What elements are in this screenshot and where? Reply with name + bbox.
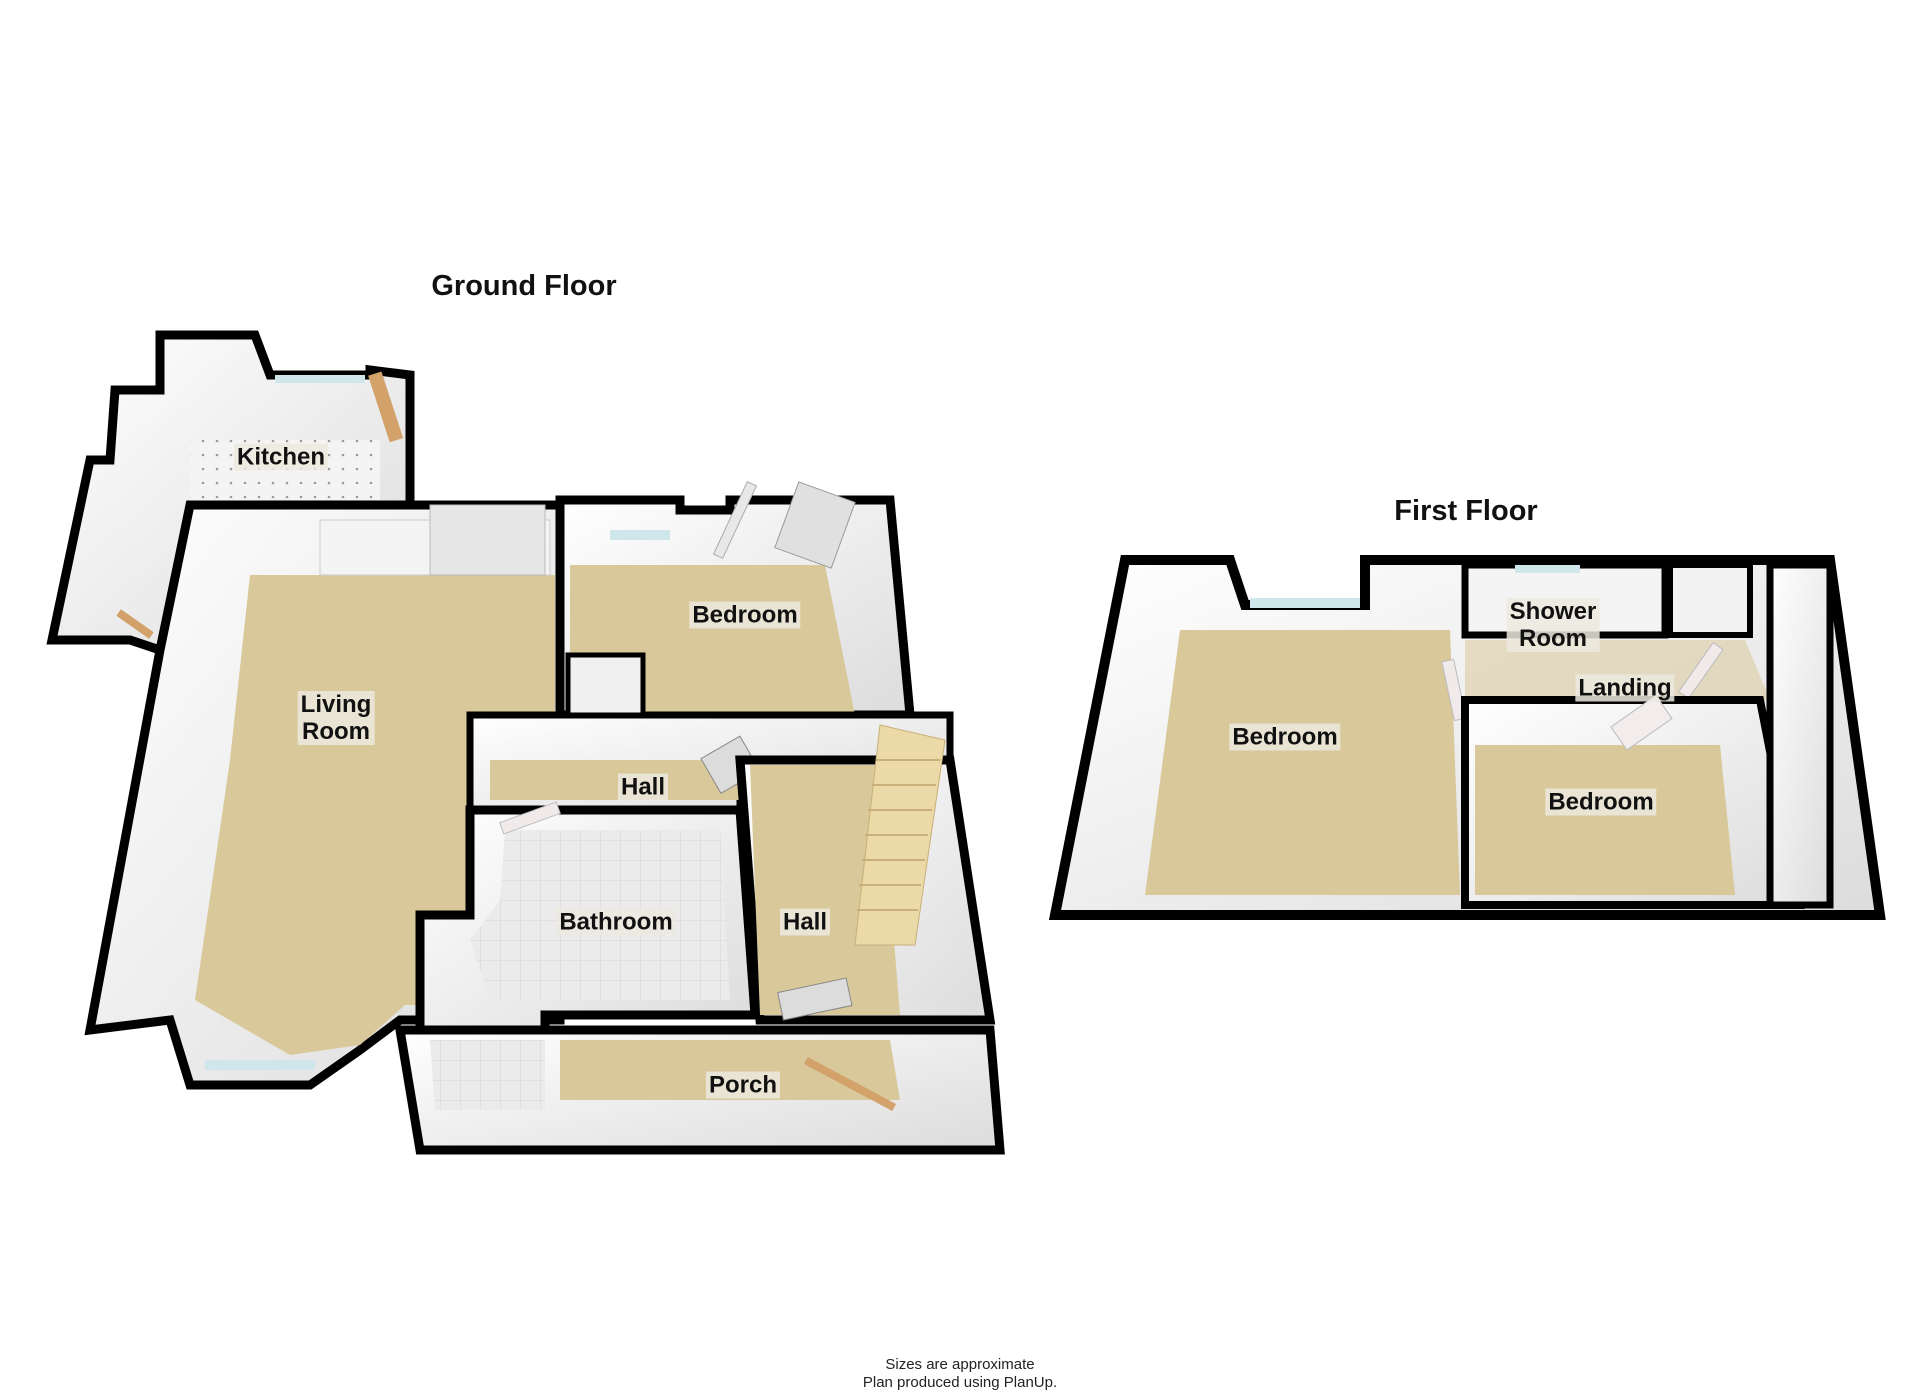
first-floor-plan bbox=[1048, 555, 1886, 920]
ground-bedroom-label: Bedroom bbox=[689, 601, 801, 629]
upper-hall-cupboard bbox=[565, 652, 646, 718]
ground-bedroom-door bbox=[712, 480, 758, 560]
shower-room-door bbox=[1441, 658, 1467, 722]
kitchen-label: Kitchen bbox=[233, 443, 329, 471]
kitchen-side-door bbox=[116, 609, 154, 639]
first-left-bedroom-label: Bedroom bbox=[1229, 723, 1341, 751]
landing-cupboard bbox=[1667, 562, 1753, 638]
upper-hall-label: Hall bbox=[617, 773, 669, 801]
first-left-bedroom-room bbox=[1145, 598, 1460, 895]
upper-hall-floor bbox=[490, 760, 740, 800]
hall-radiator bbox=[777, 977, 853, 1021]
plan-footer: Sizes are approximate Plan produced usin… bbox=[863, 1356, 1057, 1392]
ground-bedroom-window bbox=[610, 530, 670, 540]
landing-room bbox=[1441, 562, 1770, 722]
porch-lobby-floor bbox=[430, 1040, 545, 1110]
bathroom-label: Bathroom bbox=[556, 908, 676, 936]
footer-sizes-note: Sizes are approximate bbox=[885, 1356, 1035, 1373]
lower-hall-label: Hall bbox=[779, 908, 831, 936]
ground-bedroom-wardrobe bbox=[774, 481, 856, 569]
eaves-storage bbox=[1766, 561, 1834, 909]
ground-floor-plan bbox=[46, 330, 1005, 1155]
lower-hall-room bbox=[735, 724, 996, 1025]
porch-label: Porch bbox=[705, 1071, 781, 1099]
living-room-label: Living Room bbox=[297, 691, 375, 745]
first-right-bedroom-floor bbox=[1475, 745, 1735, 895]
footer-credit: Plan produced using PlanUp. bbox=[862, 1374, 1058, 1391]
shower-room-window bbox=[1515, 565, 1580, 573]
first-right-bedroom-label: Bedroom bbox=[1545, 788, 1657, 816]
kitchen-window bbox=[275, 375, 365, 383]
first-right-bedroom-door bbox=[1610, 694, 1673, 751]
first-floor-title: First Floor bbox=[1394, 495, 1538, 527]
landing-label: Landing bbox=[1575, 674, 1675, 702]
landing-door bbox=[1678, 641, 1724, 700]
living-room-bay-window bbox=[205, 1060, 315, 1070]
porch-front-door bbox=[803, 1056, 897, 1112]
porch-floor bbox=[560, 1040, 900, 1100]
living-room-wardrobe bbox=[429, 504, 546, 576]
porch-room bbox=[394, 1025, 1005, 1155]
bathroom-door bbox=[499, 801, 561, 835]
staircase bbox=[854, 724, 946, 946]
lower-hall-floor bbox=[750, 765, 900, 1015]
shower-room-label: Shower Room bbox=[1506, 598, 1600, 652]
kitchen-door bbox=[368, 371, 404, 443]
ground-floor-title: Ground Floor bbox=[431, 270, 617, 302]
first-left-bedroom-window bbox=[1250, 598, 1360, 608]
first-left-bedroom-floor bbox=[1145, 630, 1460, 895]
